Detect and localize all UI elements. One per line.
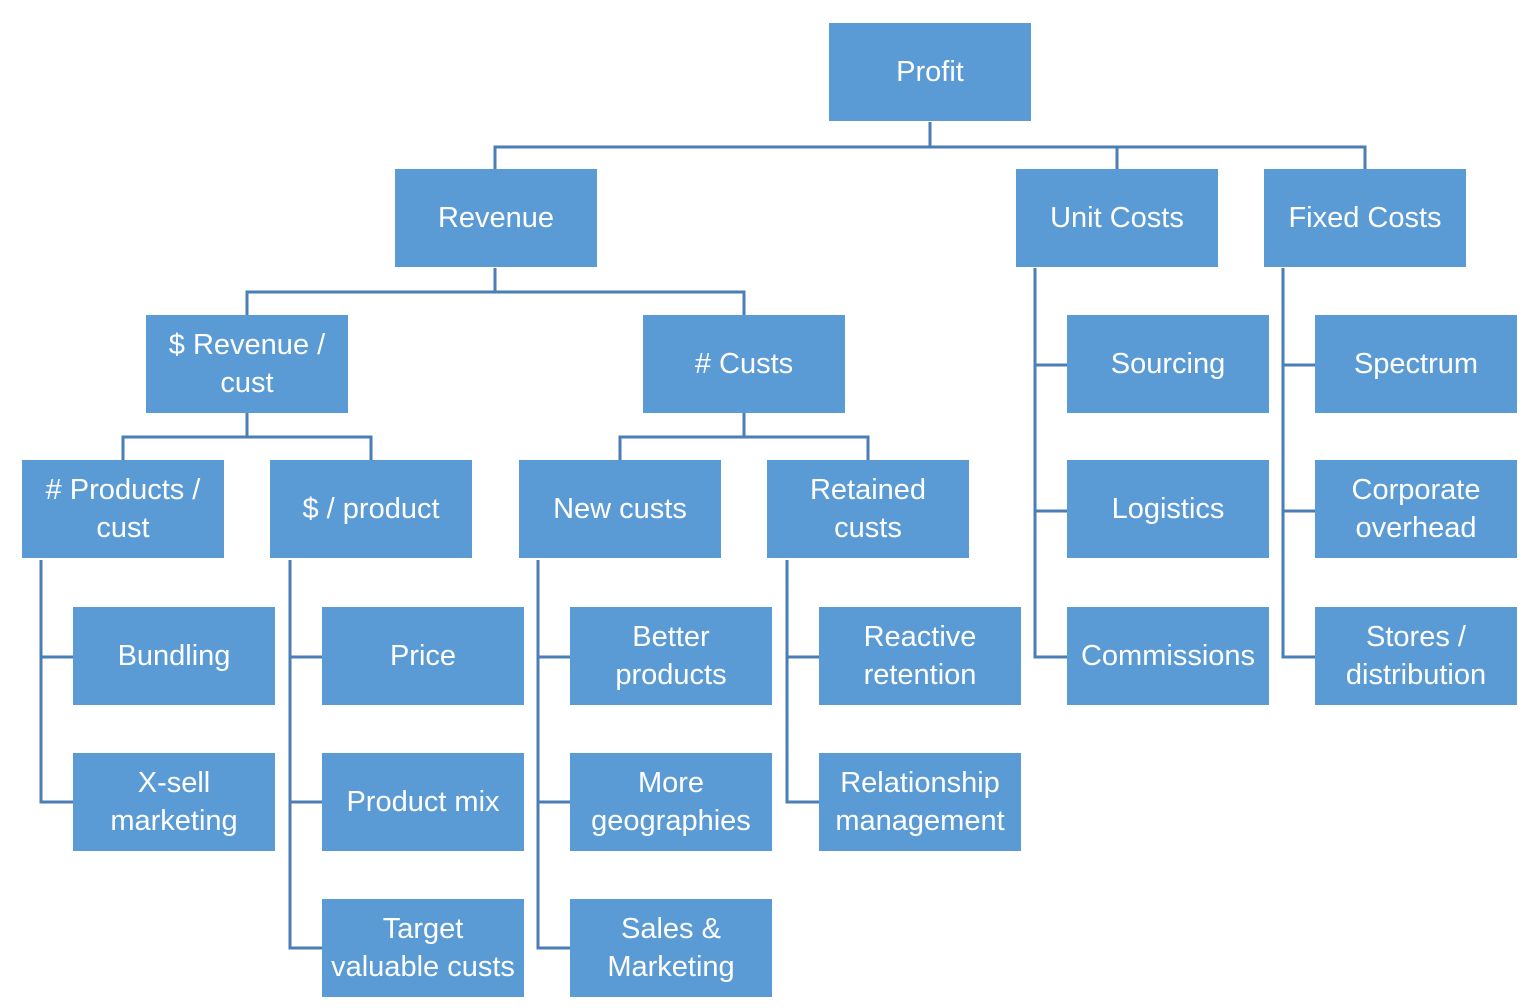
connector-revcust-bar	[121, 435, 373, 460]
node-sales-marketing: Sales & Marketing	[570, 899, 772, 997]
connector-retained-leaves	[785, 560, 819, 804]
node-stores-distribution: Stores / distribution	[1315, 607, 1517, 705]
connector-fixed-costs-leaves	[1281, 268, 1315, 659]
node-new-custs: New custs	[519, 460, 721, 558]
connector-products-leaves	[39, 560, 73, 804]
node-relationship-management: Relationship management	[819, 753, 1021, 851]
node-xsell-marketing: X-sell marketing	[73, 753, 275, 851]
node-corporate-overhead: Corporate overhead	[1315, 460, 1517, 558]
node-sourcing: Sourcing	[1067, 315, 1269, 413]
node-bundling: Bundling	[73, 607, 275, 705]
node-retained-custs: Retained custs	[767, 460, 969, 558]
node-revenue-per-cust: $ Revenue / cust	[146, 315, 348, 413]
node-profit: Profit	[829, 23, 1031, 121]
node-num-custs: # Custs	[643, 315, 845, 413]
node-target-valuable-custs: Target valuable custs	[322, 899, 524, 997]
node-dollars-per-product: $ / product	[270, 460, 472, 558]
connector-unit-costs-leaves	[1033, 268, 1067, 659]
node-fixed-costs: Fixed Costs	[1264, 169, 1466, 267]
node-products-per-cust: # Products / cust	[22, 460, 224, 558]
node-price: Price	[322, 607, 524, 705]
connector-level1-bar	[493, 145, 1367, 169]
connector-price-leaves	[288, 560, 322, 950]
node-logistics: Logistics	[1067, 460, 1269, 558]
node-commissions: Commissions	[1067, 607, 1269, 705]
node-unit-costs: Unit Costs	[1016, 169, 1218, 267]
node-spectrum: Spectrum	[1315, 315, 1517, 413]
connector-revenue-bar	[245, 290, 746, 315]
node-product-mix: Product mix	[322, 753, 524, 851]
node-more-geographies: More geographies	[570, 753, 772, 851]
connector-custs-bar	[618, 435, 870, 460]
node-reactive-retention: Reactive retention	[819, 607, 1021, 705]
node-better-products: Better products	[570, 607, 772, 705]
connector-new-custs-leaves	[536, 560, 570, 950]
node-revenue: Revenue	[395, 169, 597, 267]
